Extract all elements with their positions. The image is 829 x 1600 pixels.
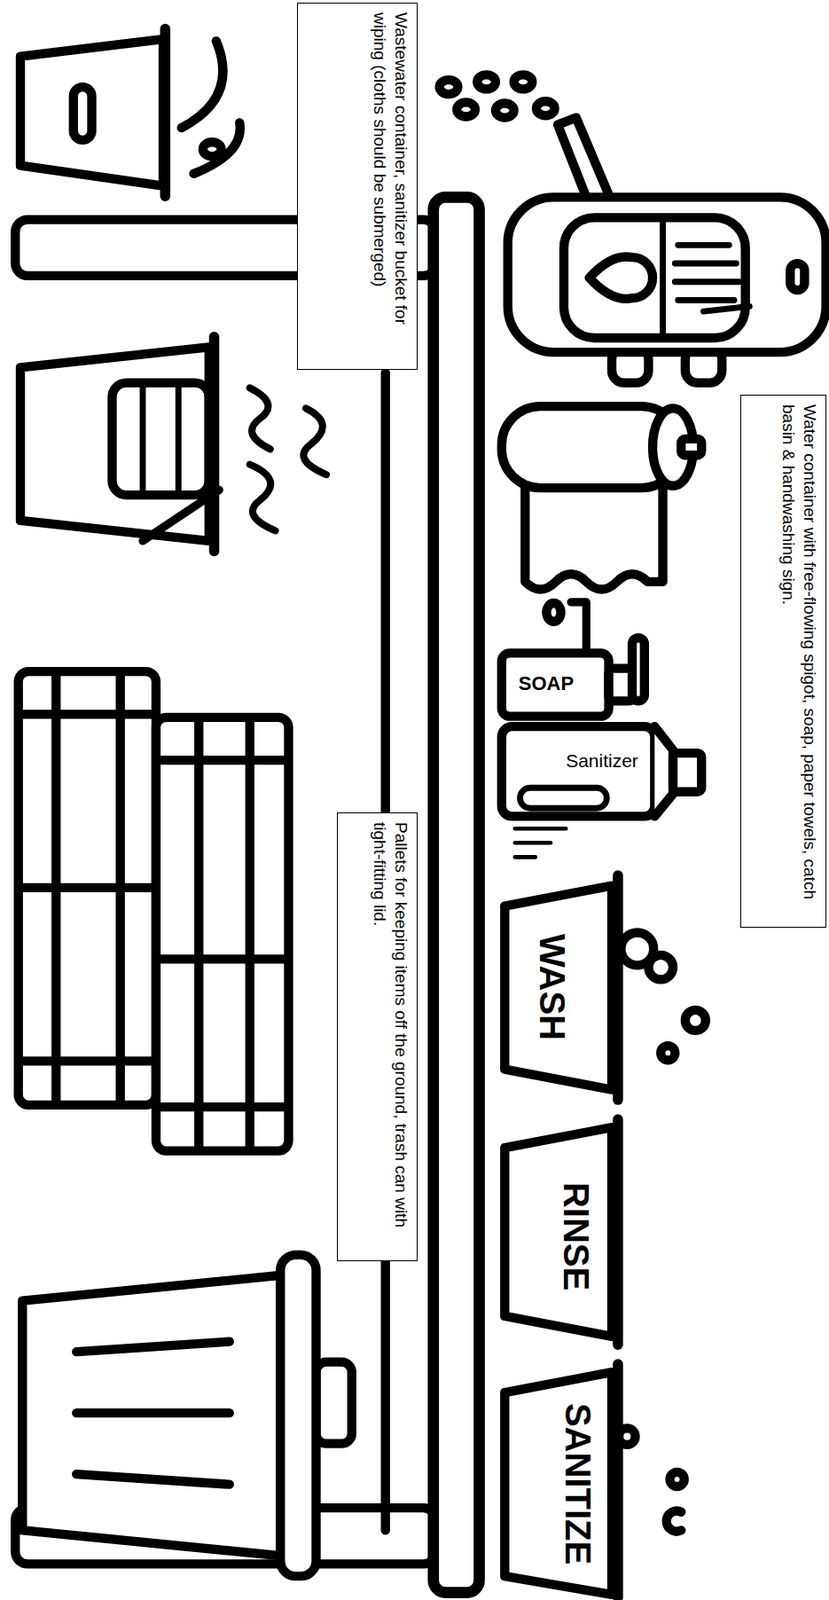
sanitizer-label: Sanitizer [565,750,639,770]
basin-label: SANITIZE [560,1402,596,1565]
callout-box: Pallets for keeping items off the ground… [336,812,418,1261]
callout-text: Water container with free-flowing spigot… [778,404,822,918]
basin-label: WASH [534,933,571,1041]
callout-box: Wastewater container, sanitizer bucket f… [297,2,418,370]
basin-label: RINSE [558,1181,595,1291]
callout-text: Pallets for keeping items off the ground… [369,821,413,1252]
soap-label: SOAP [518,673,574,694]
callout-box: Water container with free-flowing spigot… [740,394,827,928]
callout-text: Wastewater container, sanitizer bucket f… [369,12,413,360]
